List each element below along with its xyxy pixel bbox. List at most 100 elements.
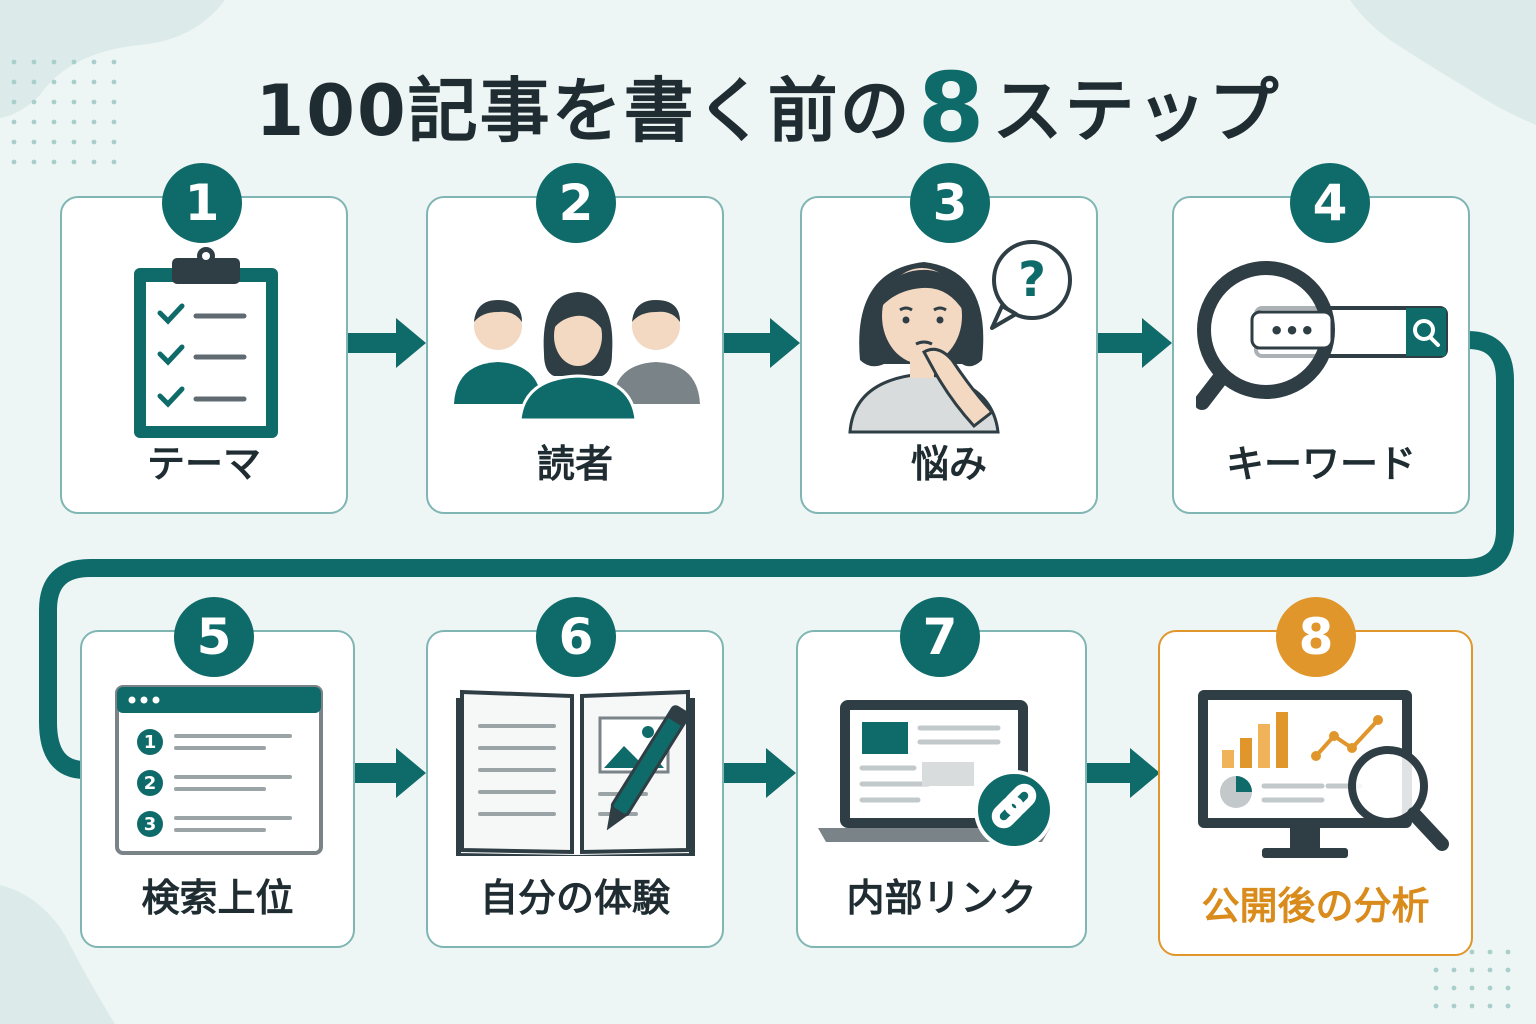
decorative-dot [1487,985,1493,991]
step-card-4: ••• キーワード [1172,196,1470,514]
step-badge-5: 5 [174,597,254,677]
step-card-8: 公開後の分析 [1158,630,1473,956]
decorative-dot [111,119,117,125]
step-label-8: 公開後の分析 [1201,884,1430,928]
decorative-dot [31,139,37,145]
decorative-dot [1433,985,1439,991]
step-badge-8: 8 [1276,597,1356,677]
arrow-1-2-shaft [348,333,400,353]
step-label-7: 内部リンク [846,876,1037,920]
title-step-count: 8 [917,52,987,164]
wrap-connector-4-5 [39,331,1514,779]
decorative-dot [31,119,37,125]
decorative-dot [1433,1003,1439,1009]
question-mark: ? [1018,252,1046,308]
decorative-dot [11,139,17,145]
arrow-3-4-shaft [1098,333,1144,353]
analytics-monitor-icon [1198,690,1449,858]
step-label-5: 検索上位 [141,876,294,920]
arrow-2-3-head [770,318,800,368]
decorative-dot [91,79,97,85]
decorative-dot [1469,949,1475,955]
decorative-dot [1505,1003,1511,1009]
step-label-2: 読者 [536,442,613,486]
decorative-dot [31,79,37,85]
step-card-1: テーマ [60,196,348,514]
search-bar-magnifier-icon: ••• [1196,261,1448,410]
decorative-dot [11,99,17,105]
step-card-6: 自分の体験 [426,630,724,948]
arrow-5-6-head [396,748,426,798]
step-card-5: 1 2 3 検索上位 [80,630,355,948]
rank-number-1: 1 [144,732,157,753]
step-label-4: キーワード [1225,442,1416,486]
decorative-dot [111,79,117,85]
decorative-dot [31,59,37,65]
rank-number-3: 3 [144,814,157,835]
decorative-dot [71,119,77,125]
decorative-dot [111,99,117,105]
decorative-dot [51,59,57,65]
step-label-6: 自分の体験 [479,876,670,920]
decorative-dot [51,79,57,85]
arrow-3-4-head [1142,318,1172,368]
corner-blob-top-left [0,0,225,118]
step-card-2: 読者 [426,196,724,514]
decorative-dot [1469,967,1475,973]
decorative-dot [31,159,37,165]
rank-number-2: 2 [144,773,157,794]
decorative-dot [51,159,57,165]
decorative-dot [111,59,117,65]
decorative-dot [71,59,77,65]
arrow-2-3-shaft [724,333,772,353]
people-group-icon [454,292,700,422]
step-card-3: ? 悩み [800,196,1098,514]
decorative-dot [71,99,77,105]
decorative-dot [111,139,117,145]
decorative-dot [1451,1003,1457,1009]
decorative-dot [1505,967,1511,973]
step-badge-6: 6 [536,597,616,677]
decorative-dot [111,159,117,165]
arrow-6-7-head [766,748,796,798]
ranked-results-window-icon: 1 2 3 [115,685,323,855]
corner-blob-bottom-left [0,885,115,1024]
arrow-7-8-shaft [1087,763,1131,783]
arrow-5-6-shaft [355,763,400,783]
decorative-dot [11,119,17,125]
decorative-dot [11,159,17,165]
decorative-dot [71,159,77,165]
decorative-dot [1487,1003,1493,1009]
decorative-dot [1505,985,1511,991]
decorative-dot [51,139,57,145]
decorative-dot [1487,949,1493,955]
worried-person-icon: ? [848,240,1072,434]
search-input-placeholder: ••• [1269,317,1315,345]
decorative-dot [11,79,17,85]
decorative-dot [71,139,77,145]
decorative-dot [91,139,97,145]
notebook-pen-icon [456,689,695,856]
step-card-7: 内部リンク [796,630,1087,948]
arrow-1-2-head [396,318,426,368]
title-text-suffix: ステップ [992,70,1281,152]
decorative-dot [91,99,97,105]
decorative-dot [71,79,77,85]
decorative-dot [51,99,57,105]
page-title: 100記事を書く前の8ステップ [0,52,1536,164]
decorative-dot [1451,985,1457,991]
step-label-3: 悩み [910,442,987,486]
arrow-7-8-head [1130,748,1160,798]
step-badge-4: 4 [1290,163,1370,243]
decorative-dot [1433,967,1439,973]
step-badge-3: 3 [910,163,990,243]
arrow-6-7-shaft [724,763,768,783]
decorative-dot [91,59,97,65]
decorative-dot [31,99,37,105]
decorative-dot [91,119,97,125]
laptop-link-icon [818,700,1054,850]
decorative-dot [1451,967,1457,973]
